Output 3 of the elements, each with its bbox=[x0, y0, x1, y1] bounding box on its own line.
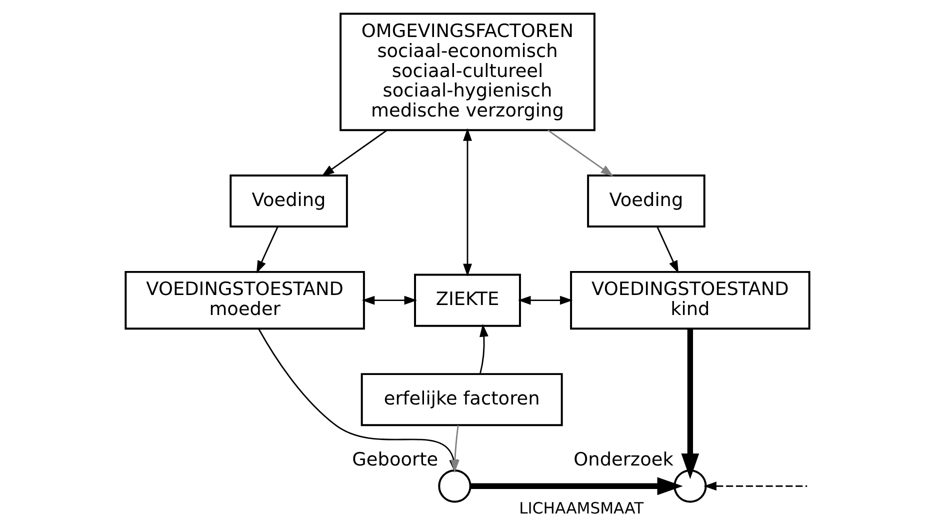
edge-label: LICHAAMSMAAT bbox=[518, 500, 644, 518]
node-label: Geboorte bbox=[352, 449, 438, 470]
node-label: Onderzoek bbox=[573, 449, 673, 470]
